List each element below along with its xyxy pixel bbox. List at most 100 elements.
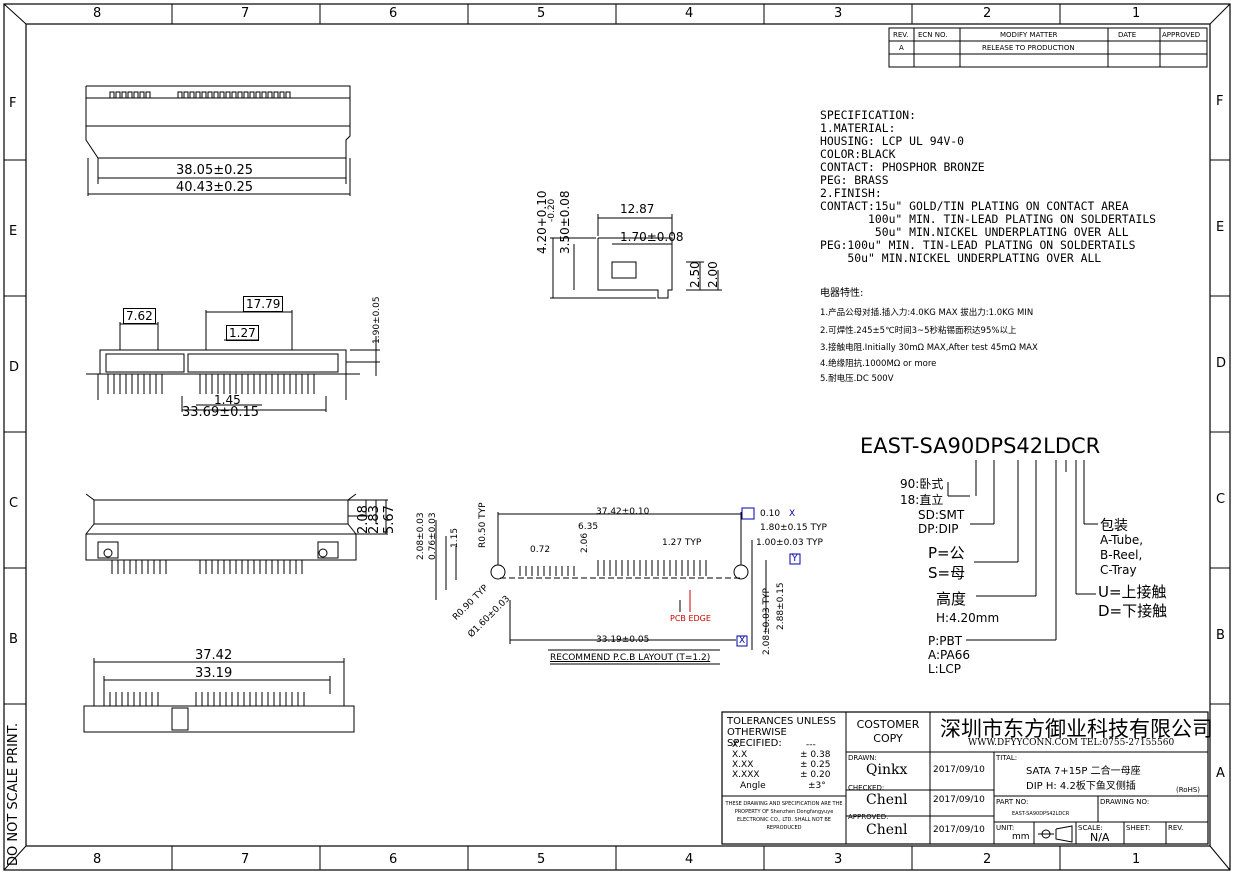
- spec-line: PEG: BRASS: [820, 173, 889, 187]
- tol-x-label: X.: [732, 740, 742, 750]
- dim-side-step: 1.70±0.08: [620, 230, 684, 244]
- legend-height: 高度: [936, 590, 967, 608]
- pcb-dim-r050: R0.50 TYP: [478, 502, 488, 548]
- dim-rear-567: 5.67: [382, 505, 397, 534]
- pcb-dim-180: 1.80±0.15 TYP: [760, 523, 827, 533]
- zone-col-bottom-7: 2: [983, 852, 992, 867]
- dim-front-3369: 33.69±0.15: [182, 405, 260, 420]
- electrical-heading: 电器特性:: [820, 288, 864, 299]
- spec-line: 50u" MIN.NICKEL UNDERPLATING OVER ALL: [820, 251, 1102, 265]
- zone-col-bottom-1: 8: [93, 852, 102, 867]
- part-no-label: PART NO:: [996, 798, 1029, 806]
- legend-tray: C-Tray: [1100, 563, 1137, 577]
- pcb-dim-127-typ: 1.27 TYP: [662, 538, 702, 548]
- electrical-item-1: 1.产品公母对插.插入力:4.0KG MAX 拔出力:1.0KG MIN: [820, 308, 1034, 318]
- zone-col-top-1: 8: [93, 6, 102, 21]
- scale-label: SCALE:: [1078, 824, 1103, 832]
- unit-value: mm: [1012, 832, 1030, 842]
- tol-angle-value: ±3°: [808, 781, 826, 791]
- sheet-label: SHEET:: [1126, 824, 1151, 832]
- dim-side-200: 2.00: [706, 261, 720, 288]
- spec-line: 50u" MIN.NICKEL UNDERPLATING OVER ALL: [820, 225, 1129, 239]
- zone-col-bottom-2: 7: [241, 852, 250, 867]
- pcb-datum-x-top: X: [789, 509, 796, 519]
- spec-line: 1.MATERIAL:: [820, 121, 896, 135]
- legend-90: 90:卧式: [900, 477, 944, 491]
- do-not-scale-note: DO NOT SCALE PRINT.: [6, 722, 21, 866]
- legend-reel: B-Reel,: [1100, 548, 1143, 562]
- rev-label: REV.: [1168, 824, 1184, 832]
- tol-xxxx-label: X.XXX: [732, 770, 760, 780]
- legend-pa66: A:PA66: [928, 648, 970, 662]
- legend-p: P=公: [928, 544, 965, 562]
- pcb-dim-208: 2.08±0.03: [416, 512, 426, 560]
- legend-dp: DP:DIP: [918, 522, 959, 536]
- legend-lcp: L:LCP: [928, 662, 962, 676]
- dim-front-190: 1.90±0.05: [372, 296, 382, 344]
- title-line-1: SATA 7+15P 二合一母座: [1026, 766, 1141, 777]
- dim-side-width: 12.87: [620, 202, 655, 216]
- rev-header-date: DATE: [1118, 31, 1137, 39]
- pcb-layout-title: RECOMMEND P.C.B LAYOUT (T=1.2): [550, 653, 711, 663]
- pcb-dim-100: 1.00±0.03 TYP: [756, 538, 823, 548]
- dim-side-body: 3.50±0.08: [558, 190, 572, 255]
- pcb-dim-115: 1.15: [450, 527, 460, 548]
- zone-row-right-c: C: [1216, 492, 1226, 507]
- rohs-mark: (RoHS): [1176, 786, 1201, 794]
- approved-by: Chenl: [866, 822, 908, 838]
- spec-line: CONTACT:15u" GOLD/TIN PLATING ON CONTACT…: [820, 199, 1129, 213]
- unit-label: UNIT:: [996, 824, 1015, 832]
- checked-date: 2017/09/10: [933, 795, 985, 805]
- pcb-dim-208-typ: 2.08±0.03 TYP: [762, 588, 772, 655]
- spec-line: HOUSING: LCP UL 94V-0: [820, 134, 965, 148]
- tol-xx-value: ± 0.38: [800, 750, 831, 760]
- drawn-label: DRAWN:: [848, 754, 877, 762]
- drawn-date: 2017/09/10: [933, 765, 985, 775]
- drawing-no-label: DRAWING NO:: [1100, 798, 1150, 806]
- company-contact: WWW.DFYYCONN.COM TEL:0755-27155560: [968, 738, 1175, 748]
- spec-line: SPECIFICATION:: [820, 108, 917, 122]
- title-line-2: DIP H: 4.2板下鱼叉侧插: [1026, 781, 1136, 792]
- dim-front-762: 7.62: [123, 308, 156, 324]
- tol-xxx-label: X.XX: [732, 760, 754, 770]
- dim-top-outer: 40.43±0.25: [176, 180, 254, 195]
- electrical-item-2: 2.可焊性.245±5℃时间3~5秒粘锡面积达95%以上: [820, 326, 1017, 336]
- pcb-dim-072: 0.72: [530, 545, 551, 555]
- zone-col-top-6: 3: [834, 6, 843, 21]
- zone-col-top-8: 1: [1132, 6, 1141, 21]
- zone-row-left-e: E: [9, 224, 18, 239]
- pcb-dim-3742: 37.42±0.10: [596, 507, 650, 517]
- dim-side-250: 2.50: [688, 261, 702, 288]
- zone-col-top-4: 5: [537, 6, 546, 21]
- pcb-edge-label: PCB EDGE: [670, 614, 711, 623]
- pcb-dim-635: 6.35: [578, 522, 599, 532]
- pcb-datum-y: Y: [792, 554, 798, 564]
- zone-col-top-2: 7: [241, 6, 250, 21]
- zone-col-bottom-8: 1: [1132, 852, 1141, 867]
- legend-h: H:4.20mm: [936, 611, 1000, 625]
- legend-sd: SD:SMT: [918, 508, 965, 522]
- tol-angle-label: Angle: [740, 781, 766, 791]
- company-name: 深圳市东方御业科技有限公司: [940, 717, 1213, 741]
- dim-rear-283: 2.83: [367, 505, 382, 534]
- rev-header-ecn: ECN NO.: [918, 31, 948, 39]
- spec-line: CONTACT: PHOSPHOR BRONZE: [820, 160, 985, 174]
- rev-header-rev: REV.: [893, 31, 909, 39]
- zone-row-left-c: C: [9, 496, 19, 511]
- legend-up: U=上接触: [1098, 583, 1167, 601]
- dim-front-127: 1.27: [226, 325, 259, 341]
- tol-xxx-value: ± 0.25: [800, 760, 831, 770]
- part-no-value: EAST-SA90DPS42LDCR: [1012, 811, 1070, 817]
- part-code: EAST-SA90DPS42LDCR: [860, 434, 1101, 458]
- drawn-by: Qinkx: [866, 762, 908, 778]
- dim-front-145: 1.45: [214, 393, 241, 407]
- title-label: TITAL:: [996, 754, 1018, 762]
- legend-18: 18:直立: [900, 493, 944, 507]
- electrical-item-4: 4.绝缘阻抗.1000MΩ or more: [820, 359, 937, 369]
- legend-down: D=下接触: [1098, 602, 1168, 620]
- zone-col-top-7: 2: [983, 6, 992, 21]
- zone-col-bottom-3: 6: [389, 852, 398, 867]
- approved-date: 2017/09/10: [933, 825, 985, 835]
